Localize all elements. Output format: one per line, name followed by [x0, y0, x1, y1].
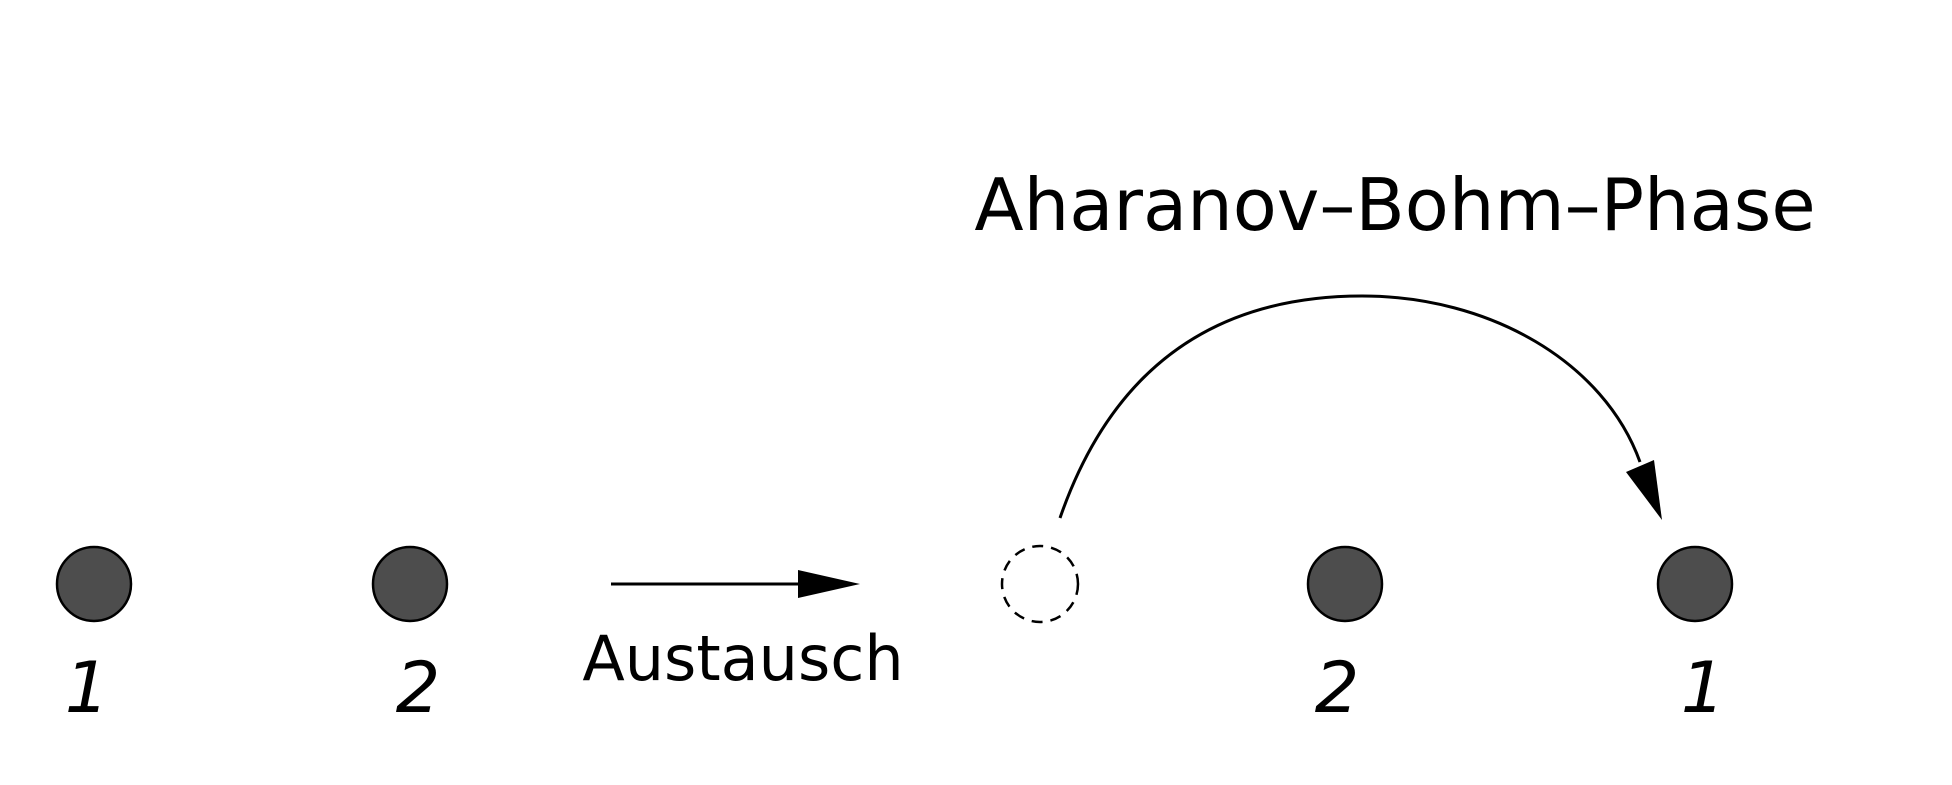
phase-arc: [1058, 294, 1662, 520]
diagram-title: Aharanov–Bohm–Phase: [974, 163, 1815, 247]
phase-arc-path: [1058, 294, 1642, 519]
particle-2-before-label: 2: [396, 647, 441, 729]
after-configuration: 2 1: [1000, 544, 1734, 729]
exchange-arrow: [611, 570, 860, 598]
phase-arc-arrowhead: [1626, 460, 1662, 520]
particle-2-before: [371, 545, 449, 623]
particle-1-after: [1656, 545, 1734, 623]
exchange-label: Austausch: [582, 622, 903, 695]
particle-2-after-label: 2: [1315, 647, 1360, 729]
exchange-arrowhead: [798, 570, 860, 598]
particle-2-after: [1306, 545, 1384, 623]
vacated-position: [1000, 544, 1080, 624]
particle-1-before: [55, 545, 133, 623]
particle-1-before-label: 1: [65, 647, 110, 729]
before-configuration: 1 2: [55, 545, 449, 729]
particle-1-after-label: 1: [1681, 647, 1726, 729]
